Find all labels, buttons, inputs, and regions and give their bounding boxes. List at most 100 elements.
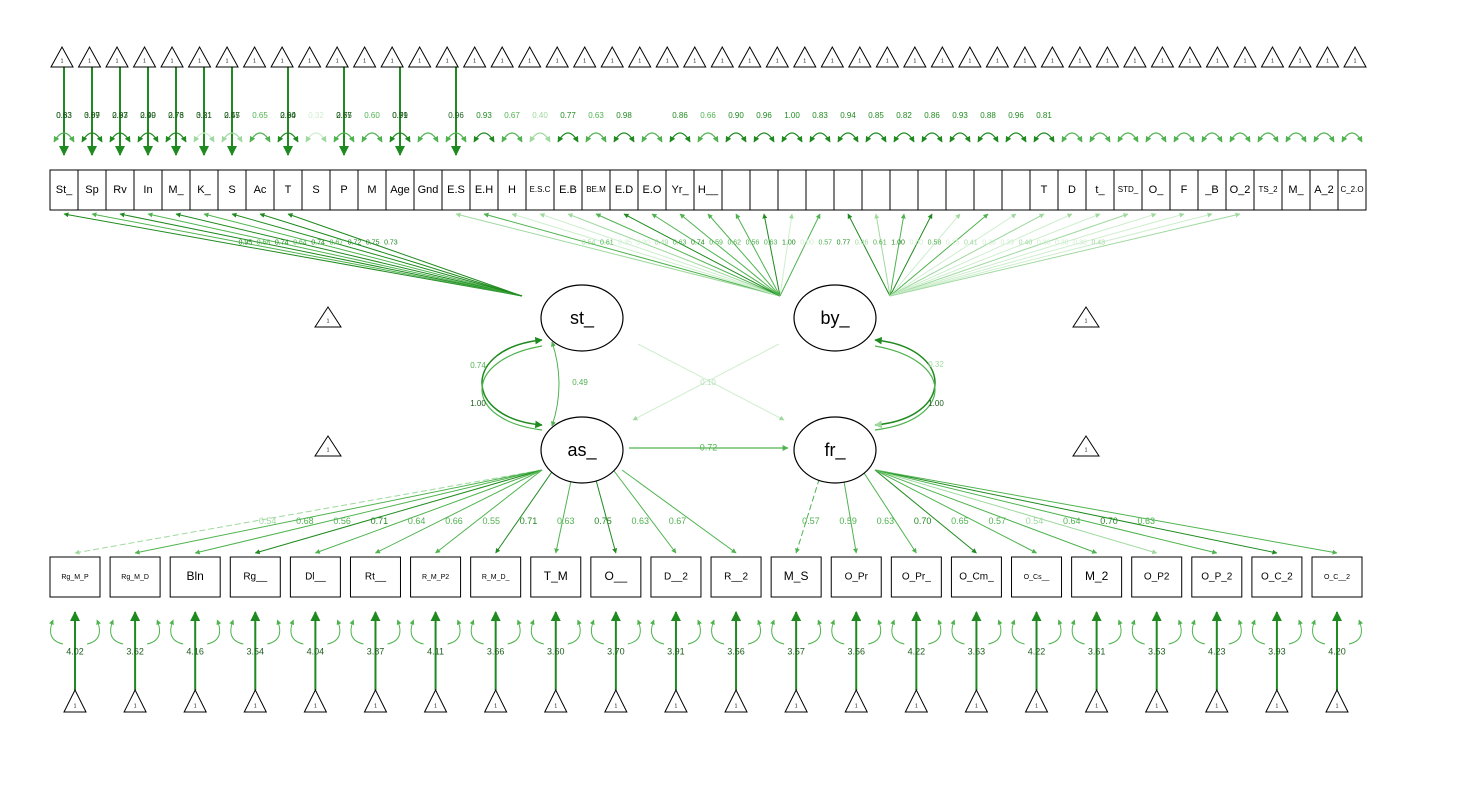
intercept-triangle bbox=[1343, 45, 1367, 68]
loading-arrow bbox=[762, 213, 781, 297]
intercept-triangle-label: 1 bbox=[583, 58, 586, 64]
top-indicator-box bbox=[1225, 169, 1255, 211]
loading-arrow bbox=[455, 212, 781, 297]
bottom-intercept-value: 4.11 bbox=[427, 646, 444, 656]
residual-variance-arrow bbox=[770, 619, 785, 645]
residual-variance-arrow bbox=[557, 132, 579, 143]
top-residual-value: 0.85 bbox=[868, 111, 884, 120]
latent-intercept-label: 1 bbox=[327, 447, 330, 453]
loading-arrow bbox=[511, 212, 781, 297]
bottom-intercept-value: 3.91 bbox=[667, 646, 685, 656]
top-loading-value: 0.38 bbox=[1073, 240, 1087, 247]
top-residual-value: 0.90 bbox=[728, 111, 744, 120]
intercept-triangle bbox=[1288, 45, 1312, 68]
bottom-loading-value: 0.70 bbox=[1100, 516, 1118, 526]
residual-variance-arrow bbox=[445, 132, 467, 143]
intercept-triangle bbox=[1265, 688, 1289, 713]
loading-arrow bbox=[874, 469, 977, 554]
as-to-fr-value: 0.72 bbox=[700, 442, 718, 452]
intercept-triangle bbox=[847, 45, 872, 68]
intercept-triangle-label: 1 bbox=[554, 703, 557, 709]
loading-arrow bbox=[889, 213, 1017, 297]
intercept-triangle bbox=[600, 45, 625, 68]
loading-arrow bbox=[874, 213, 891, 297]
intercept-triangle-label: 1 bbox=[314, 703, 317, 709]
intercept-triangle-label: 1 bbox=[1299, 58, 1302, 64]
loading-arrow bbox=[119, 212, 523, 297]
bottom-indicator-box bbox=[410, 556, 462, 598]
intercept-triangle-label: 1 bbox=[143, 58, 146, 64]
intercept-triangle bbox=[1233, 45, 1257, 68]
top-indicator-box bbox=[105, 169, 135, 211]
residual-variance-arrow bbox=[928, 619, 943, 645]
residual-variance-arrow bbox=[361, 132, 383, 143]
residual-variance-arrow bbox=[589, 619, 604, 645]
intercept-triangle-label: 1 bbox=[968, 58, 971, 64]
residual-variance-arrow bbox=[327, 619, 342, 645]
top-indicator-box bbox=[665, 169, 695, 211]
top-residual-value: 0.96 bbox=[1008, 111, 1024, 120]
intercept-triangle bbox=[160, 45, 184, 68]
top-indicator-box bbox=[777, 169, 807, 211]
top-indicator-box bbox=[805, 169, 835, 211]
bottom-intercept-value: 4.16 bbox=[186, 646, 204, 656]
intercept-triangle-label: 1 bbox=[1035, 703, 1038, 709]
residual-variance-arrow bbox=[49, 619, 64, 645]
top-indicator-label: Age bbox=[390, 184, 410, 196]
residual-variance-arrow bbox=[988, 619, 1003, 645]
loading-arrow bbox=[874, 469, 1338, 555]
residual-variance-arrow bbox=[808, 619, 823, 645]
bottom-indicator-label: O__ bbox=[605, 569, 628, 583]
residual-variance-arrow bbox=[501, 132, 523, 143]
residual-variance-arrow bbox=[193, 132, 215, 143]
latent-as-label: as_ bbox=[567, 440, 597, 461]
intercept-triangle-label: 1 bbox=[735, 703, 738, 709]
bottom-intercept-value: 4.22 bbox=[908, 646, 926, 656]
bottom-indicator-box bbox=[349, 556, 401, 598]
top-loading-value: 0.54 bbox=[582, 240, 596, 247]
top-loading-value: 0.62 bbox=[727, 240, 741, 247]
residual-variance-arrow bbox=[977, 132, 999, 143]
bottom-indicator-label: Rg_M_P bbox=[61, 574, 89, 581]
top-indicator-label: H bbox=[508, 184, 516, 196]
intercept-triangle bbox=[682, 45, 707, 68]
intercept-triangle bbox=[363, 688, 388, 713]
top-indicator-box bbox=[1253, 169, 1283, 211]
bottom-loading-value: 0.55 bbox=[482, 516, 500, 526]
residual-variance-arrow bbox=[1311, 619, 1326, 645]
intercept-triangle-label: 1 bbox=[494, 703, 497, 709]
top-indicator-box bbox=[1309, 169, 1339, 211]
intercept-triangle-label: 1 bbox=[675, 703, 678, 709]
bottom-indicator-box bbox=[770, 556, 822, 598]
bottom-loading-value: 0.54 bbox=[1026, 516, 1044, 526]
top-indicator-box bbox=[1001, 169, 1031, 211]
intercept-triangle bbox=[1144, 688, 1169, 713]
top-residual-value: 0.88 bbox=[980, 111, 996, 120]
bottom-intercept-value: 3.57 bbox=[787, 646, 805, 656]
bottom-indicator-label: O_Cm_ bbox=[959, 572, 994, 583]
top-residual-value: 0.67 bbox=[504, 111, 520, 120]
top-indicator-box bbox=[889, 169, 919, 211]
intercept-triangle-label: 1 bbox=[61, 58, 64, 64]
top-indicator-label: TS_2 bbox=[1258, 185, 1278, 194]
bottom-indicator-box bbox=[1251, 556, 1303, 598]
intercept-triangle bbox=[1260, 45, 1285, 68]
top-intercept-value: 3.21 bbox=[196, 111, 212, 120]
intercept-triangle-label: 1 bbox=[134, 703, 137, 709]
top-indicator-label: In bbox=[143, 184, 152, 196]
residual-variance-arrow bbox=[81, 132, 103, 143]
intercept-triangle-label: 1 bbox=[1215, 703, 1218, 709]
bottom-indicator-label: Rg__ bbox=[243, 572, 267, 583]
residual-variance-arrow bbox=[837, 132, 859, 143]
loading-arrow bbox=[375, 469, 543, 554]
residual-variance-arrow bbox=[1257, 132, 1279, 143]
as-variance-value: 1.00 bbox=[470, 399, 486, 408]
bottom-indicator-label: Rt__ bbox=[365, 572, 387, 583]
top-indicator-label: O_ bbox=[1149, 184, 1165, 196]
residual-variance-arrow bbox=[1201, 132, 1223, 143]
intercept-triangle-label: 1 bbox=[1155, 703, 1158, 709]
intercept-triangle-label: 1 bbox=[374, 703, 377, 709]
intercept-triangle-label: 1 bbox=[975, 703, 978, 709]
top-indicator-box bbox=[945, 169, 975, 211]
bottom-intercept-value: 3.54 bbox=[247, 646, 265, 656]
